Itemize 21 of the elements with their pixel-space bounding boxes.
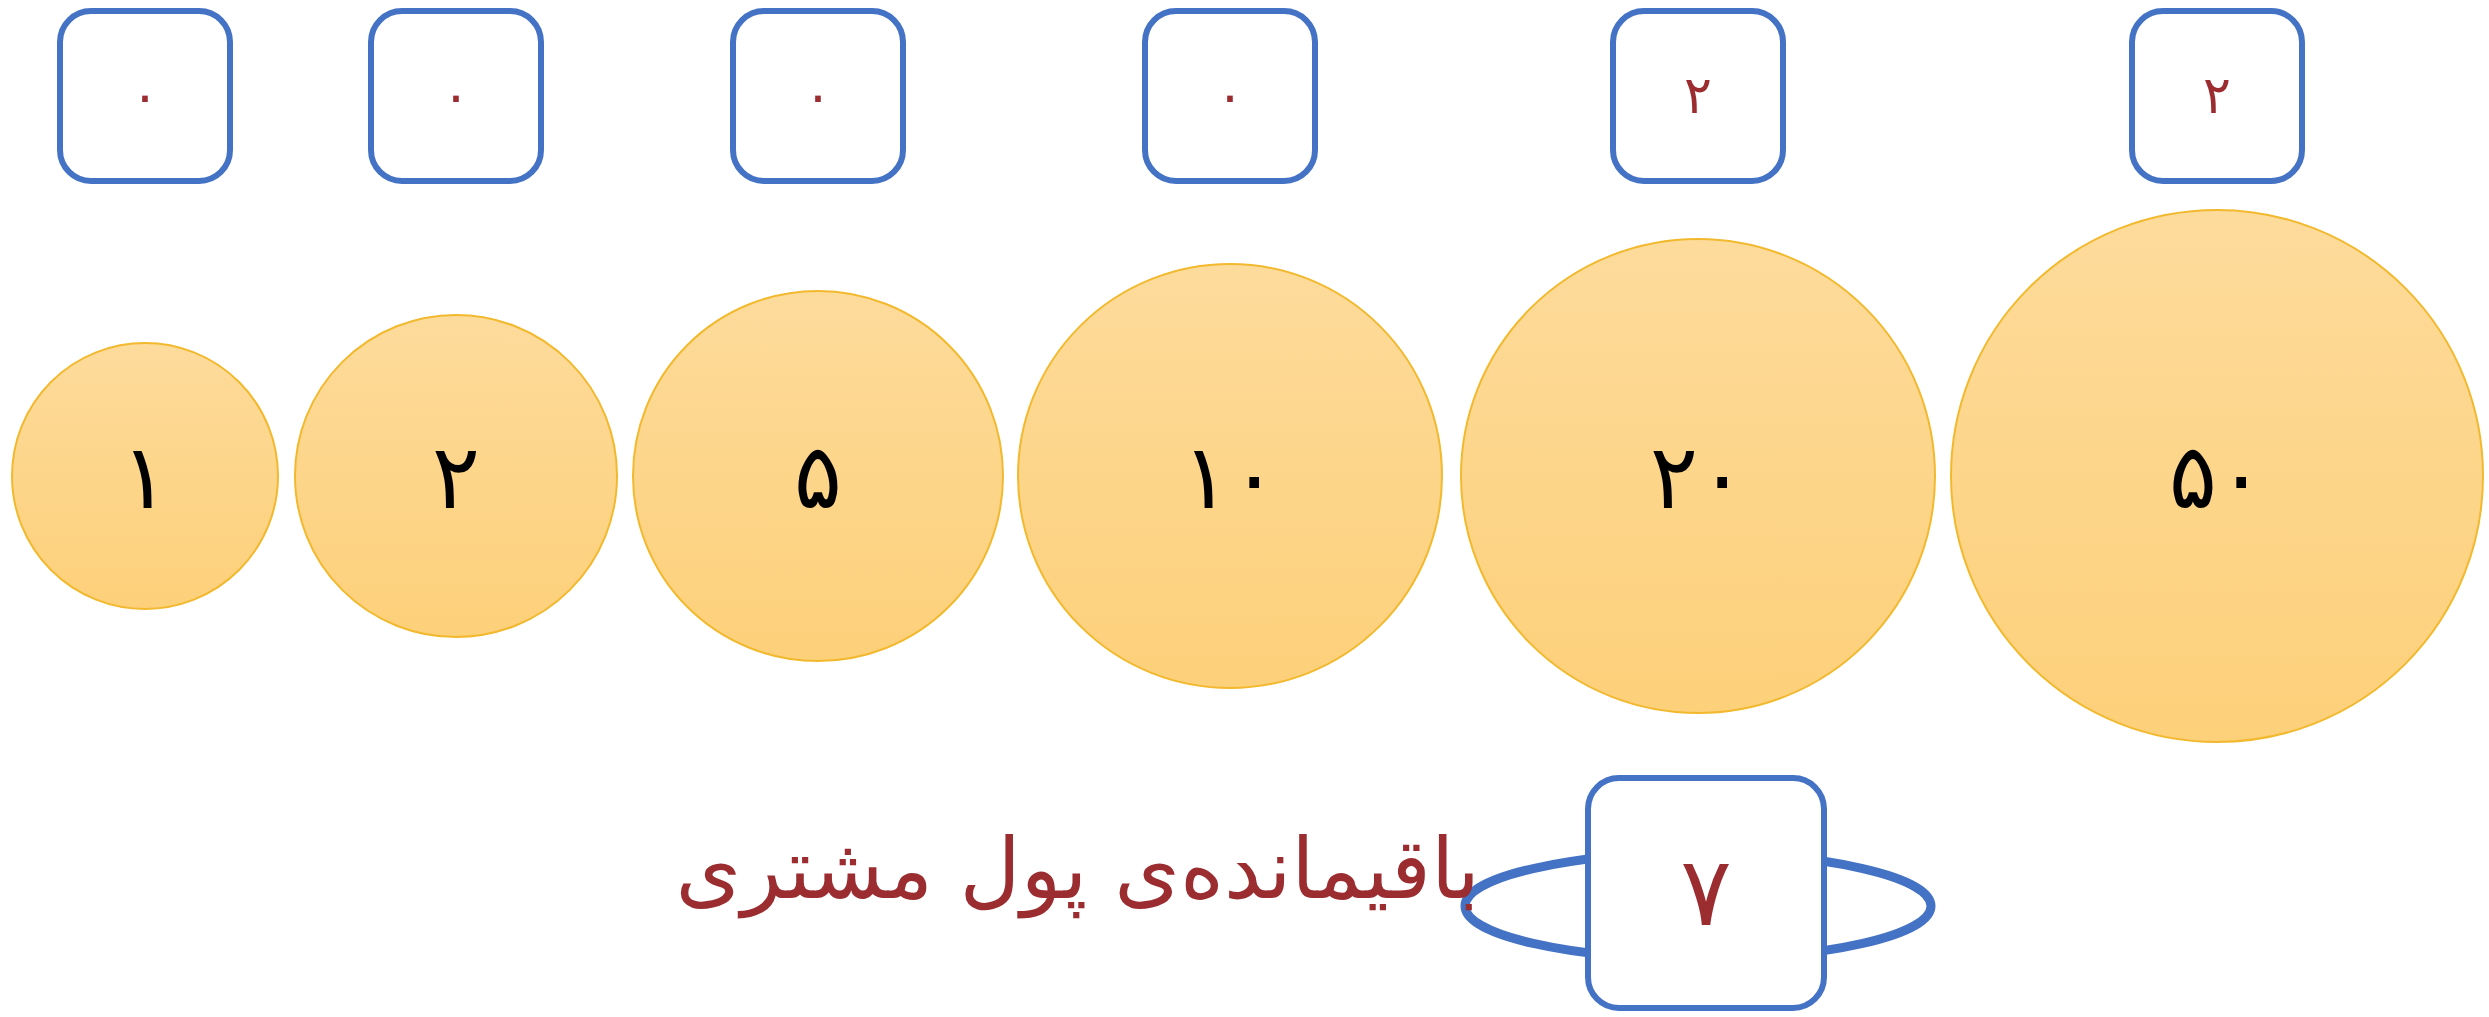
count-number: ۰ xyxy=(1216,67,1244,125)
count-box xyxy=(368,8,544,184)
count-number: ۲ xyxy=(1684,67,1712,125)
coin-value: ۲۰ xyxy=(1649,426,1747,526)
count-box xyxy=(2129,8,2305,184)
count-box xyxy=(730,8,906,184)
count-box xyxy=(1142,8,1318,184)
coin-value: ۵۰ xyxy=(2168,426,2266,526)
count-number: ۷ xyxy=(1680,840,1732,946)
count-box xyxy=(57,8,233,184)
count-number: ۰ xyxy=(131,67,159,125)
coin-value: ۲ xyxy=(431,426,481,526)
count-number: ۲ xyxy=(2203,67,2231,125)
coin-value: ۱۰ xyxy=(1181,426,1279,526)
remainder-box xyxy=(1585,775,1827,1011)
count-number: ۰ xyxy=(442,67,470,125)
count-box xyxy=(1610,8,1786,184)
count-number: ۰ xyxy=(804,67,832,125)
coin-value: ۱ xyxy=(120,426,170,526)
coin-value: ۵ xyxy=(793,426,843,526)
remainder-caption: باقیمانده‌ی پول مشتری xyxy=(675,820,1480,918)
